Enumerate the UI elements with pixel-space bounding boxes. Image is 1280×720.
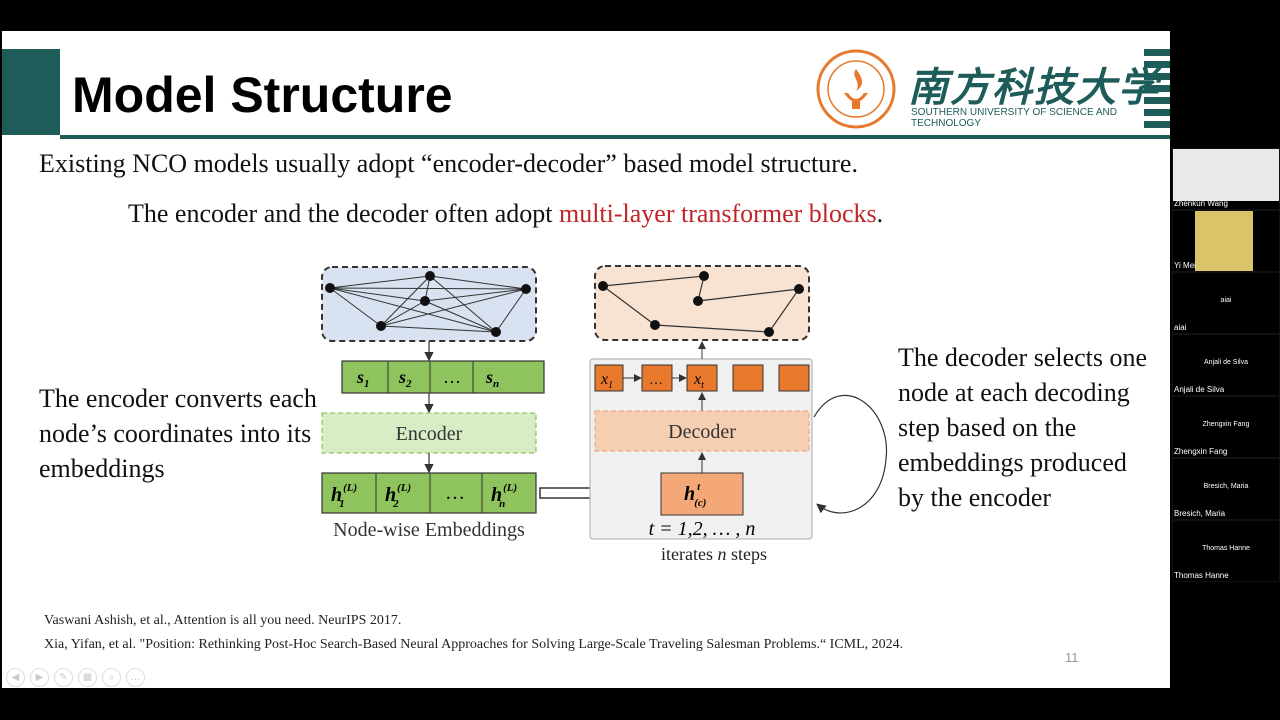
university-name-cn: 南方科技大学 bbox=[908, 64, 1160, 111]
participant-video bbox=[1173, 149, 1279, 201]
decoding-loop-arrow bbox=[813, 394, 888, 514]
iterate-caption: iterates n steps bbox=[661, 544, 767, 564]
participant-name: aiai bbox=[1174, 323, 1187, 332]
title-divider bbox=[60, 135, 1170, 139]
university-name-en: SOUTHERN UNIVERSITY OF SCIENCE AND TECHN… bbox=[911, 107, 1117, 129]
participant-video bbox=[1195, 211, 1253, 271]
slides-icon[interactable]: ▦ bbox=[78, 668, 97, 687]
transformer-line-suffix: . bbox=[876, 199, 884, 228]
decoder-output-ellipsis: … bbox=[649, 373, 663, 388]
participant-tile[interactable]: Thomas Hanne Thomas Hanne bbox=[1172, 520, 1280, 582]
more-icon[interactable]: … bbox=[126, 668, 145, 687]
participant-tile[interactable]: Bresich, Maria Bresich, Maria bbox=[1172, 458, 1280, 520]
transformer-highlight: multi-layer transformer blocks bbox=[558, 199, 877, 228]
next-icon[interactable]: ▶ bbox=[30, 668, 49, 687]
input-sn: sn bbox=[485, 367, 499, 390]
transformer-line-prefix: The encoder and the decoder often adopt bbox=[128, 199, 559, 228]
participant-center-name: aiai bbox=[1220, 297, 1232, 304]
presentation-slide: Model Structure 南方科技大学 SOUTHERN UNIVERSI… bbox=[2, 31, 1170, 688]
decoder-note: The decoder selects one node at each dec… bbox=[898, 343, 1148, 512]
title-accent-bar bbox=[2, 49, 60, 135]
reference-1: Vaswani Ashish, et al., Attention is all… bbox=[44, 613, 402, 628]
input-s1: s1 bbox=[356, 367, 370, 390]
participant-name: Zhengxin Fang bbox=[1174, 447, 1228, 456]
encoder-block: Encoder bbox=[321, 412, 537, 454]
intro-line: Existing NCO models usually adopt “encod… bbox=[39, 149, 858, 178]
step-range: t = 1,2, … , n bbox=[649, 518, 756, 540]
zoom-icon[interactable]: ⌕ bbox=[102, 668, 121, 687]
slideshow-toolbar: ◀ ▶ ✎ ▦ ⌕ … bbox=[6, 668, 145, 687]
participant-center-name: Thomas Hanne bbox=[1202, 545, 1250, 552]
participant-name: Anjali de Silva bbox=[1174, 385, 1225, 394]
output-tour bbox=[594, 265, 810, 341]
embeddings-caption: Node-wise Embeddings bbox=[333, 519, 525, 541]
encoder-label: Encoder bbox=[396, 423, 463, 445]
slide-title: Model Structure bbox=[72, 67, 453, 123]
input-nodes-row: s1 s2 … sn bbox=[341, 360, 545, 394]
participant-center-name: Zhengxin Fang bbox=[1202, 421, 1250, 428]
participant-tile[interactable]: aiai aiai bbox=[1172, 272, 1280, 334]
participant-name: Bresich, Maria bbox=[1174, 509, 1226, 518]
participant-name: Thomas Hanne bbox=[1174, 571, 1229, 580]
participant-name: Yi Mei bbox=[1174, 261, 1196, 270]
participant-tile[interactable]: Anjali de Silva Anjali de Silva bbox=[1172, 334, 1280, 396]
pen-icon[interactable]: ✎ bbox=[54, 668, 73, 687]
decoder-output-xt: xt bbox=[693, 371, 704, 391]
decorative-stripes bbox=[1144, 49, 1170, 133]
page-number: 11 bbox=[1065, 650, 1079, 665]
embedding-h2: h(L)2 bbox=[385, 482, 411, 510]
input-ellipsis: … bbox=[443, 367, 461, 387]
participant-tile[interactable]: Zhenkun Wang bbox=[1172, 148, 1280, 210]
participant-center-name: Bresich, Maria bbox=[1203, 483, 1249, 490]
participant-name: Zhenkun Wang bbox=[1174, 199, 1228, 208]
decoder-label: Decoder bbox=[668, 421, 736, 443]
decoder-output-x1: x1 bbox=[600, 371, 613, 391]
embeddings-row: h(L)1 h(L)2 … h(L)n bbox=[321, 472, 537, 514]
reference-2: Xia, Yifan, et al. "Position: Rethinking… bbox=[44, 637, 904, 652]
embedding-h1: h(L)1 bbox=[331, 482, 357, 510]
encoder-note: The encoder converts each node’s coordin… bbox=[39, 384, 317, 483]
embedding-hn: h(L)n bbox=[491, 482, 517, 510]
participant-tile[interactable]: Zhengxin Fang Zhengxin Fang bbox=[1172, 396, 1280, 458]
transformer-line: The encoder and the decoder often adopt … bbox=[128, 199, 883, 229]
participants-panel: Zhenkun Wang Yi Mei aiai aiai Anjali de … bbox=[1172, 148, 1280, 582]
input-s2: s2 bbox=[398, 367, 412, 390]
encoder-decoder-diagram: s1 s2 … sn Encoder h(L)1 h(L)2 … h(L)n N… bbox=[321, 265, 888, 564]
university-logo bbox=[816, 49, 896, 129]
input-graph bbox=[321, 266, 537, 342]
participant-tile[interactable]: Yi Mei bbox=[1172, 210, 1280, 272]
embedding-ellipsis: … bbox=[445, 482, 465, 504]
previous-icon[interactable]: ◀ bbox=[6, 668, 25, 687]
participant-center-name: Anjali de Silva bbox=[1204, 359, 1248, 366]
